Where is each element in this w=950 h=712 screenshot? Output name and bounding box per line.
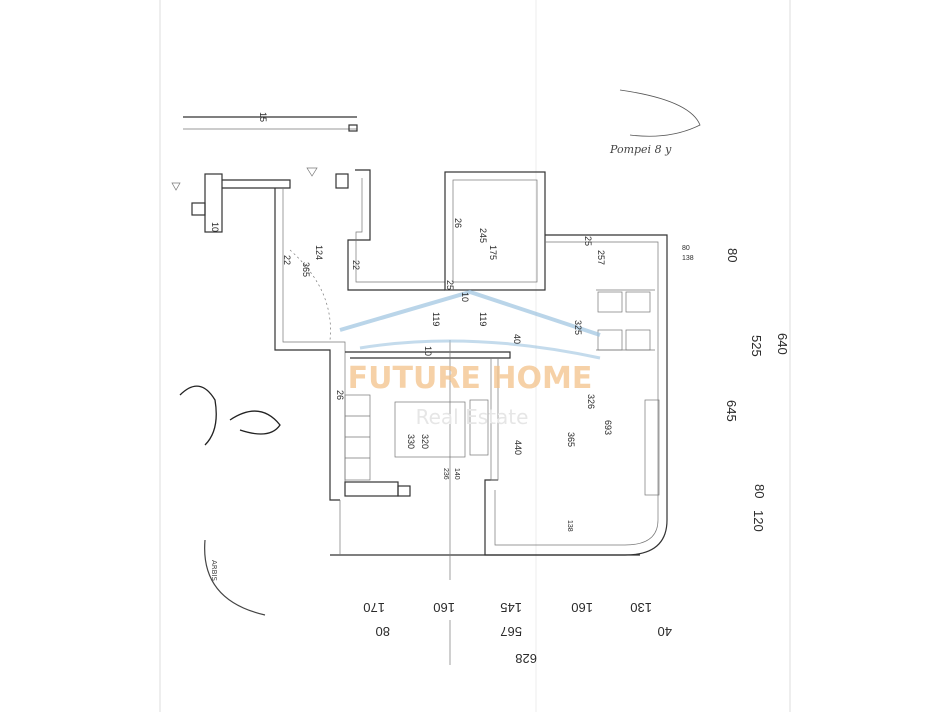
dim-label: 80 <box>376 624 390 639</box>
dim-label: 25 <box>583 236 593 246</box>
bottom-dimensions: 170 160 145 160 130 80 567 40 628 <box>363 600 672 666</box>
dim-label: 330 <box>406 434 416 449</box>
dim-label: 325 <box>573 320 583 335</box>
handwritten-note: Pompei 8 y <box>609 143 672 156</box>
interior-dimensions: 15 10 124 22 365 22 26 245 175 25 10 119… <box>210 112 694 532</box>
dim-label: 22 <box>351 260 361 270</box>
dim-label: 170 <box>363 600 385 615</box>
dim-label: 440 <box>513 440 523 455</box>
dim-label: 160 <box>433 600 455 615</box>
dim-label: 26 <box>335 390 345 400</box>
dim-label: 138 <box>682 255 694 262</box>
watermark-tagline: Real Estate <box>416 405 529 429</box>
dim-label: 10 <box>210 222 220 232</box>
dim-label: 120 <box>751 510 766 532</box>
dim-label: 80 <box>752 484 767 498</box>
dim-label: 326 <box>586 394 596 409</box>
dim-label: 119 <box>431 312 441 326</box>
dim-label: 640 <box>775 333 790 355</box>
dim-label: 628 <box>515 651 537 666</box>
marker-triangle-icon <box>306 167 318 177</box>
dim-label: 138 <box>566 520 573 532</box>
dim-label: 22 <box>282 255 292 265</box>
dim-label: 693 <box>603 420 613 435</box>
dim-label: 365 <box>301 262 311 277</box>
dim-label: 145 <box>500 600 522 615</box>
stamp: ARBIS <box>204 539 266 616</box>
watermark: FUTURE HOME Real Estate <box>339 289 601 429</box>
dim-label: 40 <box>512 334 522 344</box>
dim-label: 175 <box>488 245 498 260</box>
dim-label: 40 <box>658 624 672 639</box>
signature: Pompei 8 y <box>179 89 701 446</box>
dim-label: 525 <box>749 335 764 357</box>
dim-label: 10 <box>460 292 470 302</box>
dim-label: 15 <box>258 112 268 122</box>
dim-label: 10 <box>423 346 433 356</box>
right-dimensions: 80 525 640 645 80 120 <box>724 248 790 532</box>
dim-label: 320 <box>420 434 430 449</box>
walls <box>171 167 668 580</box>
watermark-roof-icon <box>339 289 601 337</box>
dim-label: 119 <box>478 312 488 326</box>
dim-label: 645 <box>724 400 739 422</box>
dim-label: 140 <box>453 468 460 480</box>
dim-label: 257 <box>596 250 606 265</box>
dim-label: 365 <box>566 432 576 447</box>
dim-label: 567 <box>500 624 522 639</box>
dim-label: 245 <box>478 228 488 243</box>
dim-label: 130 <box>630 600 652 615</box>
dim-label: 80 <box>682 245 690 252</box>
watermark-brand: FUTURE HOME <box>348 361 593 396</box>
stamp-text: ARBIS <box>210 560 218 582</box>
top-bar <box>183 116 358 132</box>
marker-triangle-icon <box>171 182 181 191</box>
dim-label: 160 <box>571 600 593 615</box>
dim-label: 236 <box>442 468 449 480</box>
dim-label: 26 <box>453 218 463 228</box>
dim-label: 80 <box>725 248 740 262</box>
dim-label: 124 <box>314 245 324 260</box>
dim-label: 25 <box>445 280 455 290</box>
